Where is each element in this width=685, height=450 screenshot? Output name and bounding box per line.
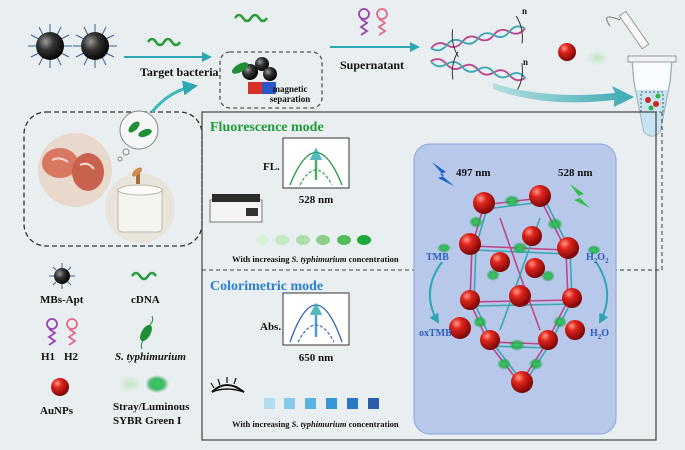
- magnetic-separation-box: magnetic separation: [219, 13, 323, 109]
- legend-mbs-apt-icon: [49, 263, 75, 289]
- nanostructure: 497 nm 528 nm: [413, 143, 617, 435]
- oxtmb-label: oxTMB: [419, 328, 452, 339]
- svg-text:497 nm: 497 nm: [456, 167, 491, 179]
- eye-icon: [210, 377, 245, 393]
- svg-text:n: n: [523, 57, 528, 67]
- colorimetric-color-scale: [264, 398, 379, 409]
- legend-h2: H2: [64, 351, 79, 363]
- legend-luminous-sybr-icon: [145, 375, 169, 393]
- mbs-apt-beads: [28, 24, 117, 68]
- detection-panel: [201, 111, 657, 441]
- legend-hairpin-icons: [46, 318, 78, 346]
- colorimetric-y-label: Abs.: [260, 321, 281, 333]
- h2o-label: H2O: [590, 328, 609, 341]
- eppendorf-tube: [606, 10, 677, 137]
- colorimetric-x-label: 650 nm: [299, 352, 334, 364]
- target-bacteria-label: Target bacteria: [140, 65, 219, 79]
- h2o2-label: H2O2: [586, 252, 609, 265]
- sybr-icon: [586, 50, 608, 66]
- cdna-strand: [146, 37, 182, 47]
- colorimetric-mode: Colorimetric mode Abs. 650 nm With incre…: [210, 279, 399, 429]
- fluorescence-y-label: FL.: [263, 161, 280, 173]
- emission-lightning-icon: [570, 184, 590, 208]
- aunp-icon: [558, 43, 576, 61]
- legend: MBs-Apt cDNA H1 H2 S. typhimurium AuNPs …: [40, 263, 190, 427]
- colorimetric-title: Colorimetric mode: [210, 279, 323, 294]
- colorimetric-plot: [282, 292, 350, 346]
- legend-h1: H1: [41, 351, 55, 363]
- legend-aunp-icon: [51, 378, 69, 396]
- excitation-lightning-icon: [432, 162, 454, 186]
- legend-aunps: AuNPs: [40, 405, 74, 417]
- fluorometer-icon: [209, 194, 263, 223]
- svg-text:magnetic: magnetic: [273, 84, 308, 94]
- legend-sybr-line2: SYBR Green I: [113, 415, 181, 427]
- hairpin-icons-top: [358, 8, 388, 36]
- milk-photo: [105, 167, 175, 243]
- fluorescence-caption: With increasing S. typhimurium concentra…: [232, 254, 399, 264]
- legend-mbs-apt: MBs-Apt: [40, 294, 84, 306]
- tmb-label: TMB: [426, 252, 449, 263]
- fluorescence-color-scale: [255, 235, 371, 245]
- svg-text:n: n: [522, 6, 527, 16]
- flow-arrow-3: [493, 83, 634, 107]
- fluorescence-plot: [282, 137, 350, 189]
- colorimetric-caption: With increasing S. typhimurium concentra…: [232, 419, 399, 429]
- supernatant-label: Supernatant: [340, 58, 404, 72]
- svg-text:separation: separation: [270, 94, 311, 104]
- magnet-icon: [248, 82, 262, 94]
- fluorescence-title: Fluorescence mode: [210, 120, 324, 135]
- sample-box: [23, 80, 203, 247]
- legend-bacteria-icon: [140, 315, 154, 350]
- legend-s-typhimurium: S. typhimurium: [115, 351, 186, 363]
- legend-cdna-icon: [130, 271, 158, 281]
- bacteria-icon: [128, 121, 140, 133]
- svg-text:528 nm: 528 nm: [558, 167, 593, 179]
- tube-connector: [616, 112, 663, 271]
- dna-concatemers: n n: [430, 6, 528, 91]
- fluorescence-mode: Fluorescence mode FL. 528 nm With increa…: [209, 120, 399, 264]
- fluorescence-x-label: 528 nm: [299, 194, 334, 206]
- legend-stray-sybr-icon: [119, 376, 141, 392]
- legend-cdna: cDNA: [131, 294, 160, 306]
- legend-sybr-line1: Stray/Luminous: [113, 401, 190, 413]
- fish-photo: [38, 133, 112, 207]
